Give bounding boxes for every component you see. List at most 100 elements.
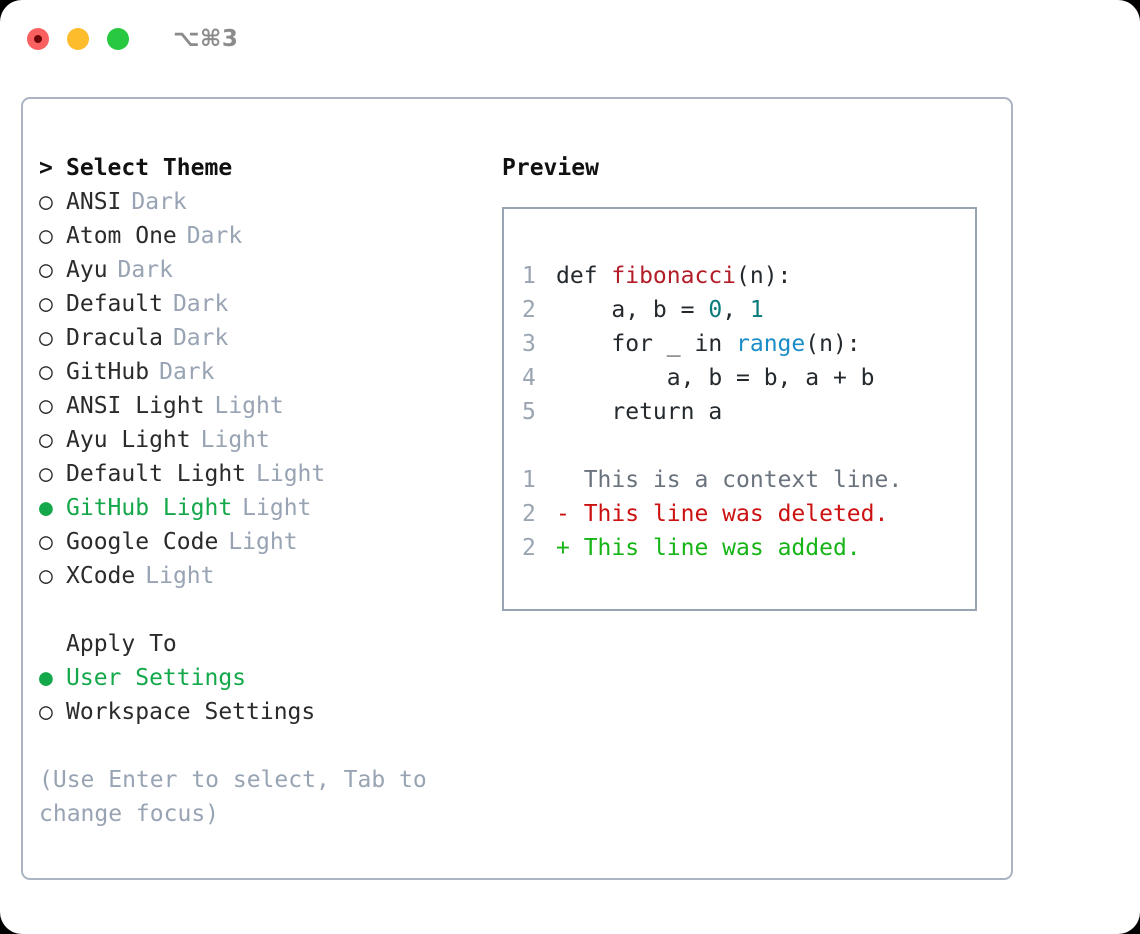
theme-name-label: XCode [66,563,136,589]
line-number: 2 [522,501,536,527]
theme-name-label: Dracula [66,325,163,351]
theme-variant-badge: Dark [172,291,229,317]
theme-name-label: Google Code [66,529,219,555]
theme-variant-badge: Dark [172,325,229,351]
radio-unselected-icon[interactable]: ○ [39,223,53,249]
line-number: 5 [522,399,536,425]
theme-variant-badge: Dark [131,189,187,215]
theme-variant-badge: Light [145,563,215,589]
radio-unselected-icon[interactable]: ○ [39,291,53,317]
prompt-caret-icon: > [39,155,53,181]
theme-list-item[interactable]: ○ Google Code Light [39,525,479,559]
apply-to-heading-label: Apply To [66,631,177,657]
theme-variant-badge: Light [242,495,312,521]
code-token: fibonacci [611,263,737,289]
theme-list-item[interactable]: ○ ANSI Light Light [39,389,479,423]
radio-unselected-icon[interactable]: ○ [39,563,53,589]
theme-variant-badge: Dark [186,223,243,249]
code-token: range [736,331,806,357]
radio-unselected-icon[interactable]: ○ [39,699,53,725]
radio-selected-icon[interactable]: ● [39,495,53,521]
page-title-label: Select Theme [66,155,233,181]
maximize-button-icon[interactable] [107,28,129,50]
theme-name-label: ANSI Light [66,393,205,419]
code-token: 1 [749,297,764,323]
diff-text: This line was deleted. [569,501,889,527]
diff-text: This is a context line. [569,467,903,493]
apply-to-label: Workspace Settings [66,699,316,725]
title-bar: ⌥⌘3 [0,0,1140,78]
code-token: (n): [805,331,861,357]
theme-name-label: ANSI [66,189,122,215]
theme-name-label: Atom One [66,223,177,249]
diff-text: This line was added. [569,535,861,561]
code-line: 2 a, b = 0, 1 [522,293,975,327]
radio-unselected-icon[interactable]: ○ [39,393,53,419]
line-number: 1 [522,467,536,493]
code-line: 5 return a [522,395,975,429]
radio-selected-icon[interactable]: ● [39,665,53,691]
radio-unselected-icon[interactable]: ○ [39,359,53,385]
theme-list-item[interactable]: ○ Atom One Dark [39,219,479,253]
theme-variant-badge: Light [228,529,298,555]
minimize-button-icon[interactable] [67,28,89,50]
spacer [39,593,479,627]
close-button-icon[interactable] [27,28,49,50]
apply-to-label: User Settings [66,665,247,691]
diff-marker: + [556,535,570,561]
theme-variant-badge: Light [214,393,284,419]
theme-list-item[interactable]: ○ Dracula Dark [39,321,479,355]
theme-list-item[interactable]: ● GitHub Light Light [39,491,479,525]
line-number: 2 [522,297,536,323]
diff-sample: 1 This is a context line.2- This line wa… [522,463,975,565]
code-token: 0 [708,297,723,323]
theme-variant-badge: Light [200,427,270,453]
theme-name-label: Default [66,291,163,317]
radio-unselected-icon[interactable]: ○ [39,427,53,453]
diff-line: 2 + This line was added. [522,531,975,565]
theme-name-label: Ayu [66,257,108,283]
diff-line: 2- This line was deleted. [522,497,975,531]
code-token: (n): [736,263,792,289]
radio-unselected-icon[interactable]: ○ [39,461,53,487]
code-token: return a [556,399,723,425]
apply-to-option[interactable]: ● User Settings [39,661,479,695]
theme-list-item[interactable]: ○ ANSI Dark [39,185,479,219]
code-token: a, b = [556,297,709,323]
theme-name-label: GitHub [66,359,150,385]
diff-marker: - [556,501,570,527]
radio-unselected-icon[interactable]: ○ [39,529,53,555]
code-token: a, b = b, a + b [556,365,875,391]
preview-title: Preview [502,155,599,181]
apply-to-marker-placeholder: ○ [39,627,66,661]
apply-to-list: ● User Settings ○ Workspace Settings [39,661,479,729]
apply-to-option[interactable]: ○ Workspace Settings [39,695,479,729]
diff-marker [556,463,570,497]
radio-unselected-icon[interactable]: ○ [39,189,53,215]
theme-name-label: GitHub Light [66,495,233,521]
diff-line: 1 This is a context line. [522,463,975,497]
theme-list-item[interactable]: ○ Default Dark [39,287,479,321]
code-line: 4 a, b = b, a + b [522,361,975,395]
radio-unselected-icon[interactable]: ○ [39,325,53,351]
code-token: def [556,263,612,289]
code-token: , [722,297,750,323]
line-number: 1 [522,263,536,289]
line-number: 4 [522,365,536,391]
radio-unselected-icon[interactable]: ○ [39,257,53,283]
theme-name-label: Default Light [66,461,247,487]
theme-list-item[interactable]: ○ XCode Light [39,559,479,593]
line-number: 2 [522,535,536,561]
code-line: 1 def fibonacci(n): [522,259,975,293]
